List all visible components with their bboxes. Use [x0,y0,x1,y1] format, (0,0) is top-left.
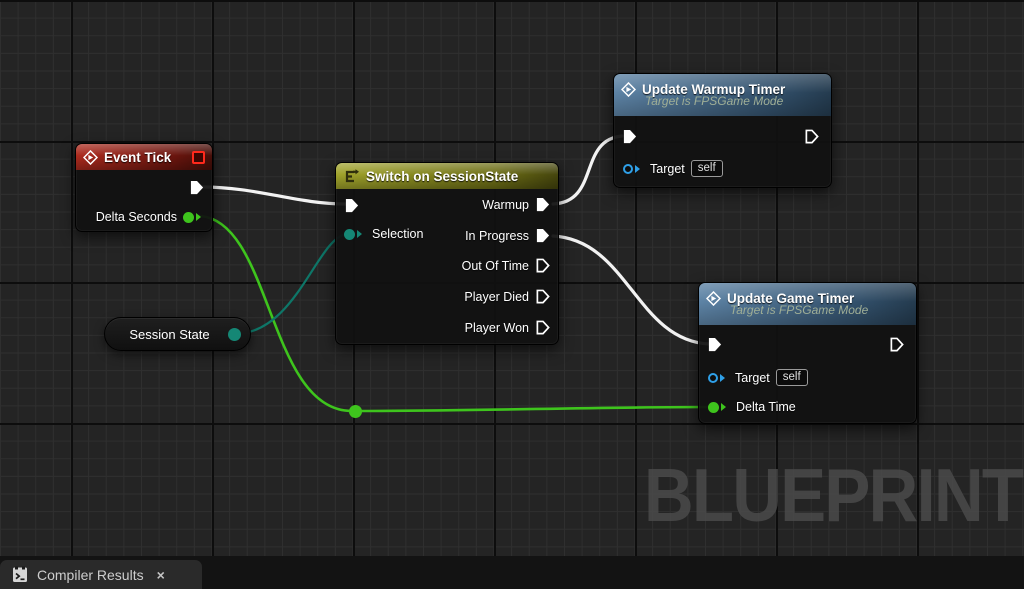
selection-pin[interactable]: Selection [344,227,423,241]
node-title: Event Tick [104,149,172,165]
switch-output-in-progress[interactable]: In Progress [465,228,551,243]
exec-pin-icon [623,129,637,144]
node-update-warmup-timer[interactable]: Update Warmup Timer Target is FPSGame Mo… [613,73,832,188]
float-pin-icon [708,401,719,413]
wire-exec-tick-to-switch[interactable] [200,185,348,206]
event-diamond-icon [83,149,98,165]
graph-canvas[interactable]: BLUEPRINT Event Tick [0,0,1024,556]
node-title: Update Game Timer [727,291,855,306]
node-session-state-getter[interactable]: Session State [104,317,251,351]
enum-pin-icon [344,228,355,240]
exec-pin-icon [890,337,904,352]
exec-pin-icon [536,289,550,304]
compiler-results-tab[interactable]: Compiler Results × [0,560,202,589]
node-switch-sessionstate[interactable]: Switch on SessionState Selection Warmup … [335,162,559,345]
switch-output-player-won[interactable]: Player Won [465,320,551,335]
node-event-tick[interactable]: Event Tick Delta Seconds [75,143,213,232]
compiler-log-icon [13,566,27,582]
object-pin-icon [623,163,633,174]
exec-pin-icon [190,180,204,195]
exec-pin-icon [536,320,550,335]
wire-exec-warmup-to-warmuptimer[interactable] [551,134,624,206]
float-pin-icon [183,211,194,223]
node-header: Update Warmup Timer Target is FPSGame Mo… [614,74,831,116]
delta-seconds-pin[interactable]: Delta Seconds [96,210,205,224]
node-title: Switch on SessionState [366,168,519,184]
pin-label: In Progress [465,228,529,243]
switch-output-warmup[interactable]: Warmup [482,197,551,212]
exec-output-pin[interactable] [804,129,820,144]
target-pin[interactable]: Target self [708,369,808,386]
pin-label: Target [735,370,770,385]
switch-output-out-of-time[interactable]: Out Of Time [462,258,551,273]
exec-input-pin[interactable] [622,129,638,144]
pin-label: Delta Time [736,400,796,414]
pin-label: Selection [372,227,424,241]
pin-tail-icon [721,403,730,411]
pin-tail-icon [357,230,366,238]
pin-label: Out Of Time [461,258,529,273]
exec-pin-icon [708,337,722,352]
exec-pin-icon [536,228,550,243]
switch-icon [345,169,359,183]
node-subtitle: Target is FPSGame Mode [730,303,869,317]
self-value-box[interactable]: self [690,160,723,177]
exec-input-pin[interactable] [707,337,723,352]
variable-label: Session State [129,326,210,342]
function-diamond-icon [706,291,721,306]
node-update-game-timer[interactable]: Update Game Timer Target is FPSGame Mode… [698,282,917,424]
pin-tail-icon [720,373,729,382]
tab-label: Compiler Results [37,566,144,583]
pin-label: Warmup [482,197,529,212]
exec-input-pin[interactable] [344,198,360,213]
exec-pin-icon [805,129,819,144]
exec-output-pin[interactable] [889,337,905,352]
switch-output-player-died[interactable]: Player Died [464,289,551,304]
close-icon[interactable]: × [156,566,165,583]
function-diamond-icon [621,82,636,97]
blueprint-watermark: BLUEPRINT [643,453,1024,537]
pin-label: Delta Seconds [95,210,177,224]
pin-label: Target [650,161,685,176]
wire-reroute-to-deltatime[interactable] [353,405,714,413]
exec-pin-icon [345,198,359,213]
pin-tail-icon [196,213,205,221]
node-header: Switch on SessionState [336,163,558,189]
bottom-panel-bar: Compiler Results × [0,556,1024,589]
object-pin-icon [708,372,718,383]
delta-time-pin[interactable]: Delta Time [708,400,796,414]
node-title: Update Warmup Timer [642,82,786,97]
node-subtitle: Target is FPSGame Mode [645,94,784,108]
reroute-node[interactable] [349,405,362,418]
pin-label: Player Died [464,289,529,304]
wire-exec-inprogress-to-gametimer[interactable] [551,234,711,346]
node-header: Update Game Timer Target is FPSGame Mode [699,283,916,325]
wire-sessionstate-to-selection[interactable] [232,232,348,336]
pin-label: Player Won [464,320,529,335]
exec-pin-icon [536,258,550,273]
enum-pin-icon[interactable] [228,327,241,341]
event-bind-icon [192,151,205,164]
self-value-box[interactable]: self [775,369,808,386]
exec-pin-icon [536,197,550,212]
target-pin[interactable]: Target self [623,160,723,177]
wire-deltaseconds-to-reroute[interactable] [198,214,354,413]
node-header: Event Tick [76,144,212,170]
pin-tail-icon [635,164,644,173]
exec-output-pin[interactable] [189,180,205,195]
